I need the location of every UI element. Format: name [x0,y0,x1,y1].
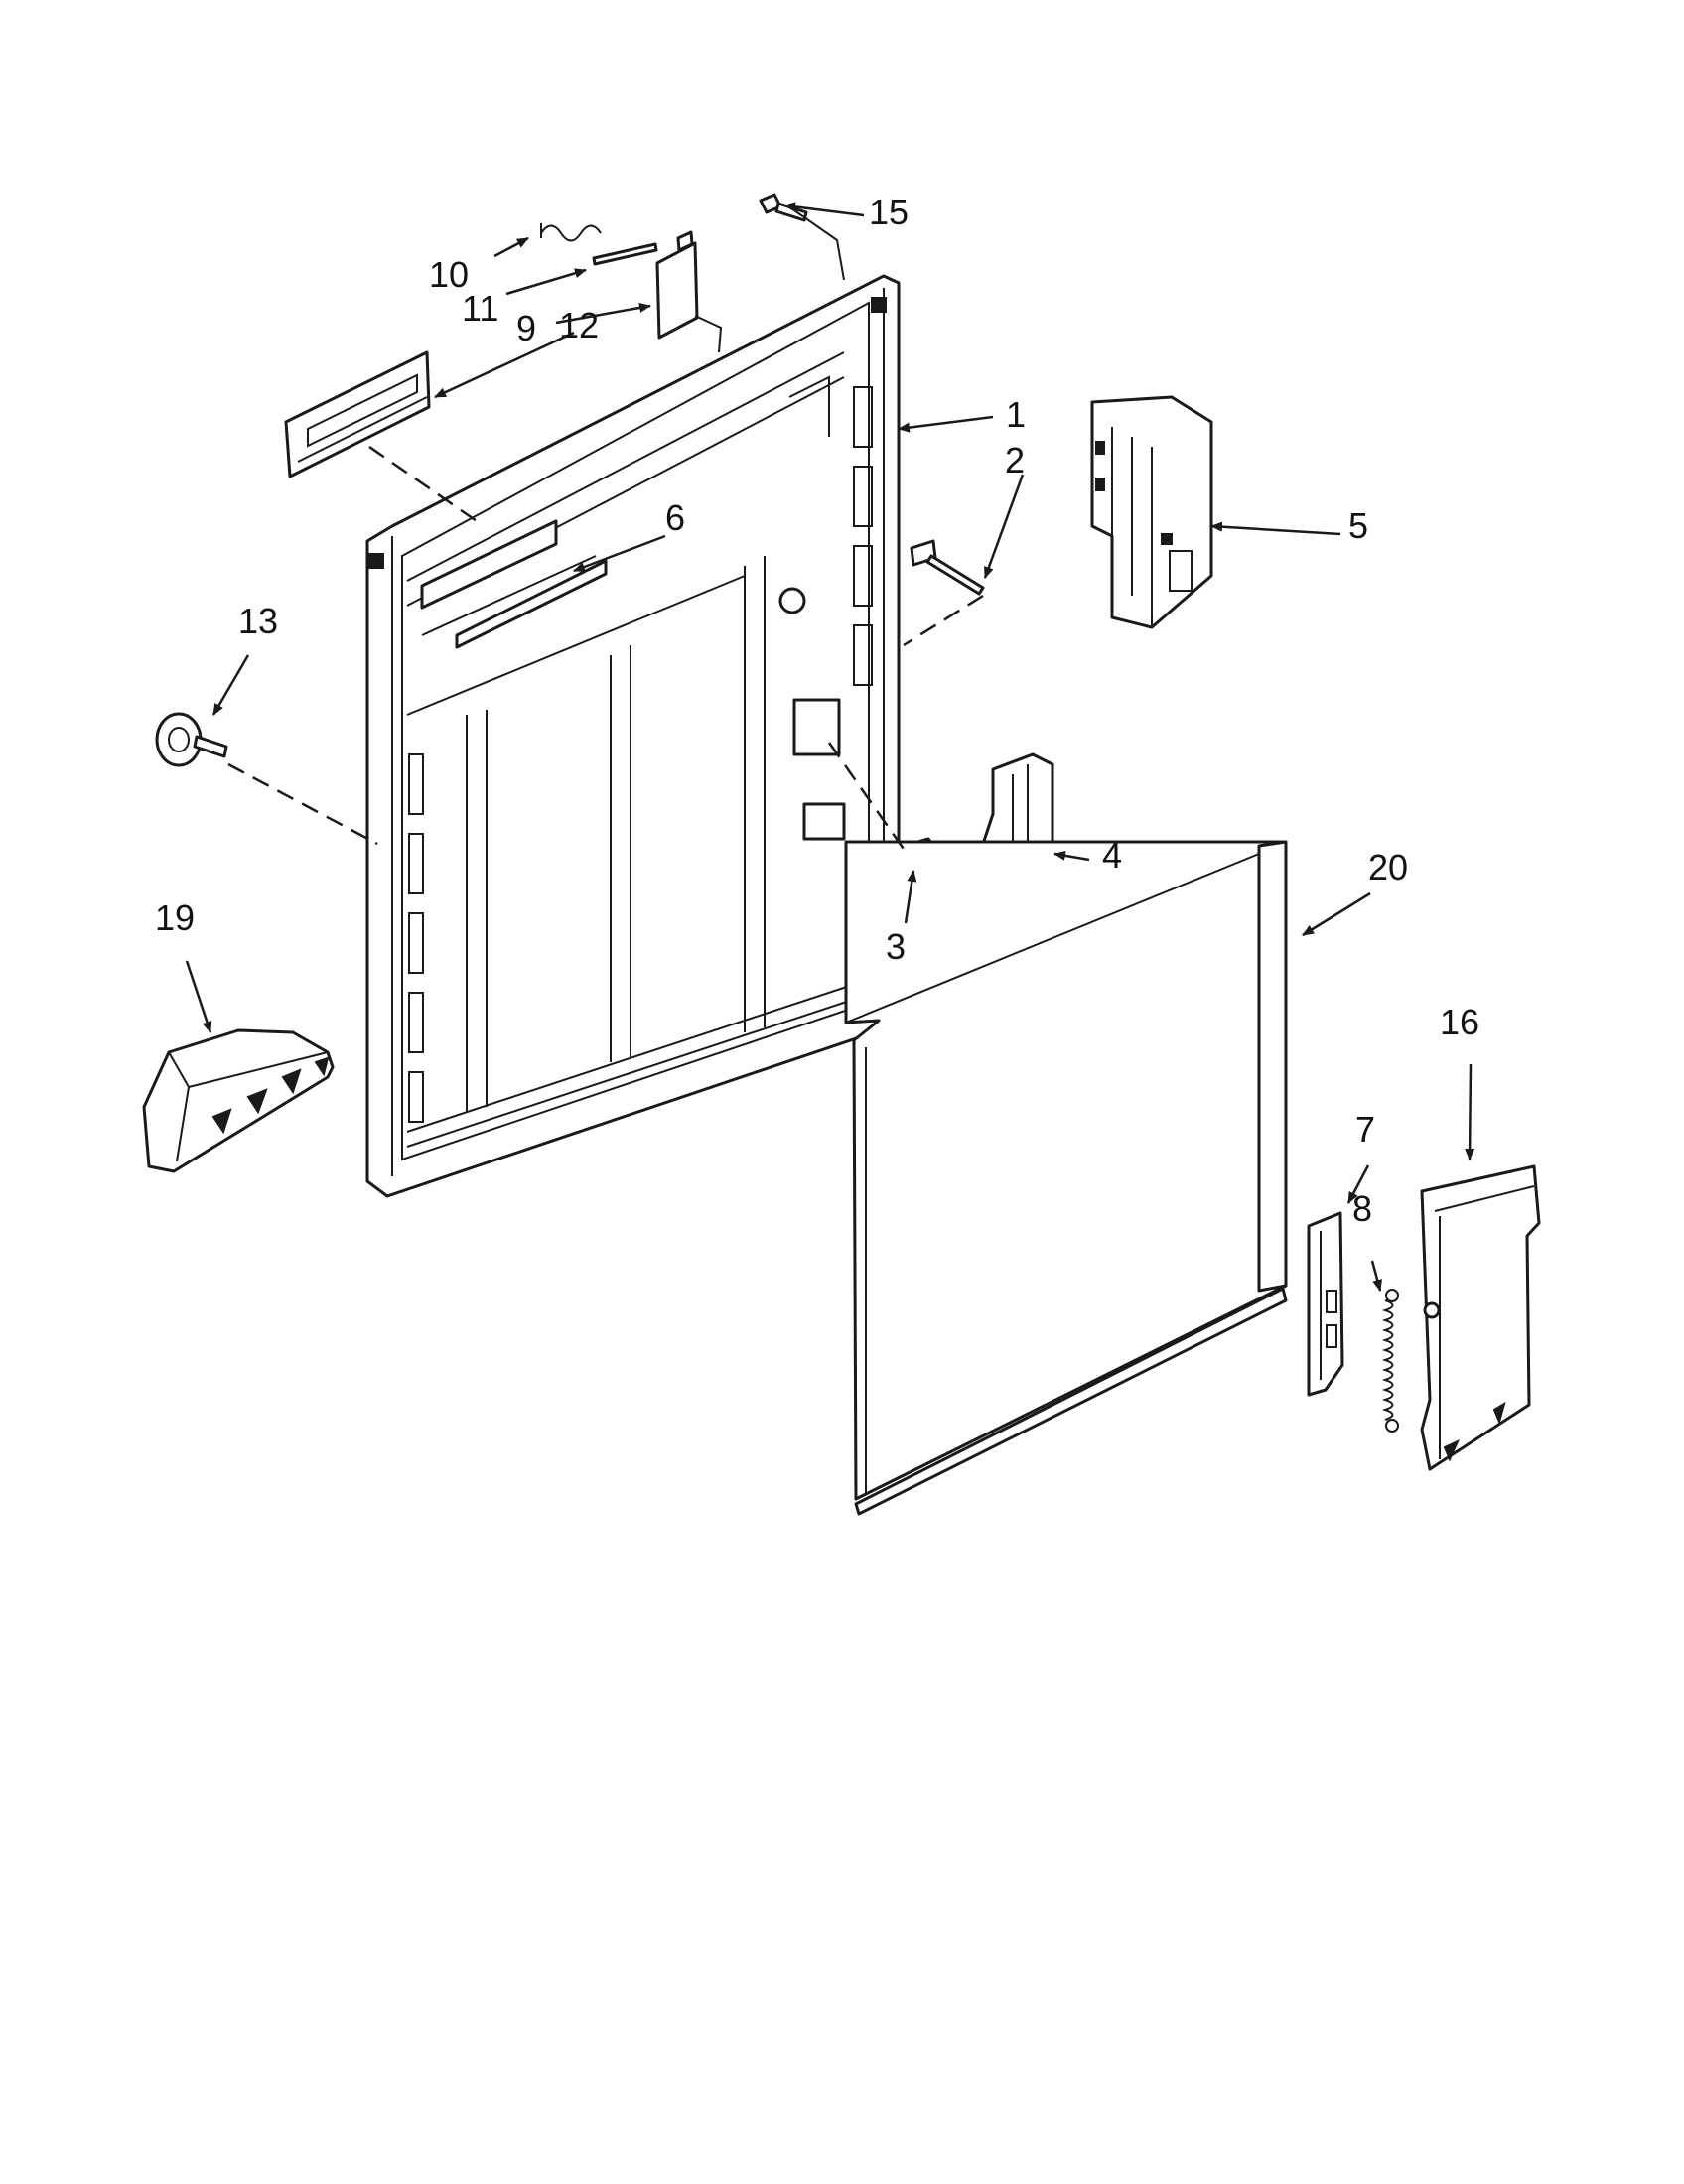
latch-assembly-5 [1090,395,1213,629]
end-cap-19 [142,1028,335,1173]
callout-7: 7 [1355,1109,1375,1150]
callout-10: 10 [429,254,469,295]
callout-13: 13 [238,601,278,641]
callout-2: 2 [1005,440,1025,480]
outer-panel-20 [844,840,1288,1516]
cover-9 [655,230,699,340]
callout-leaders [185,202,1475,1292]
callout-12: 12 [559,305,599,345]
rod-11 [592,242,658,266]
callout-15: 15 [869,192,909,232]
bracket-12 [284,350,431,478]
callout-8: 8 [1352,1188,1372,1229]
latch-pin-2 [910,539,985,596]
callout-9: 9 [516,308,536,348]
assembly-lines [227,209,984,853]
callout-16: 16 [1440,1002,1479,1042]
callout-20: 20 [1368,847,1408,887]
slide-7 [1307,1211,1344,1397]
callout-labels: 15 10 11 9 12 1 2 5 6 13 4 3 20 19 16 7 … [155,192,1479,1229]
spring-10 [540,223,602,242]
callout-11: 11 [462,288,498,329]
callout-4: 4 [1102,835,1122,876]
callout-6: 6 [665,497,685,538]
callout-19: 19 [155,897,195,938]
strip-6 [421,555,597,636]
callout-5: 5 [1348,505,1368,546]
knob-13 [155,712,228,767]
callout-1: 1 [1006,394,1026,435]
inner-door-panel [365,274,901,1198]
spring-8 [1381,1289,1399,1433]
side-trim-16 [1420,1164,1541,1471]
callout-3: 3 [886,926,906,967]
